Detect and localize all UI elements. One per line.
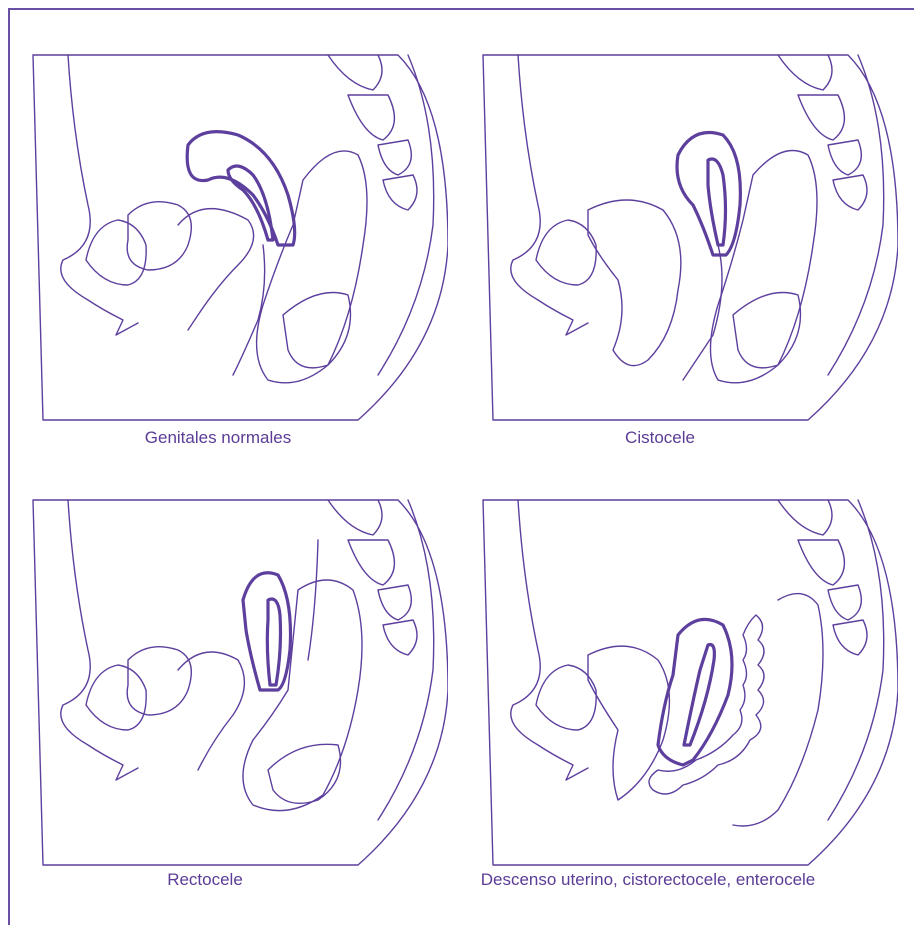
caption-genitales-normales: Genitales normales [145, 428, 291, 448]
sacrum-curve [828, 500, 884, 820]
bladder [588, 646, 669, 800]
caption-rectocele: Rectocele [167, 870, 243, 890]
bladder-prolapsed [588, 200, 681, 366]
rectum-bulging [243, 580, 362, 811]
sacrum-vertebrae [328, 55, 417, 210]
diagram-normal [28, 45, 448, 425]
vagina-front [178, 652, 244, 770]
diagram-rectocele [28, 490, 448, 870]
sacrum-curve [378, 55, 434, 375]
pubic-bone [86, 220, 146, 285]
rectum-inner [268, 744, 341, 803]
vagina-back [308, 540, 318, 660]
rectum-inner [733, 293, 801, 368]
uterus-cavity [684, 645, 714, 745]
uterus-cavity [267, 599, 280, 685]
uterus-cavity [228, 166, 273, 240]
pubic-bone [86, 665, 146, 730]
diagram-cistocele [478, 45, 898, 425]
pubic-bone [536, 220, 596, 285]
sacrum-vertebrae [328, 500, 417, 655]
pelvis-outline [33, 500, 448, 865]
rectum-inner [283, 293, 351, 368]
pelvis-outline [33, 55, 448, 420]
diagram-descenso-uterino [478, 490, 898, 870]
vagina-front [178, 209, 254, 330]
sacrum-vertebrae [778, 55, 867, 210]
panel-cistocele [478, 45, 898, 425]
pelvis-outline [483, 55, 898, 420]
pubic-bone [536, 665, 596, 730]
pelvis-outline [483, 500, 898, 865]
abdominal-wall [61, 55, 138, 335]
uterus-cavity [708, 159, 726, 245]
sacrum-curve [828, 55, 884, 375]
bladder [127, 647, 191, 715]
caption-descenso-uterino: Descenso uterino, cistorectocele, entero… [481, 870, 816, 890]
panel-descenso-uterino [478, 490, 898, 870]
sacrum-curve [378, 500, 434, 820]
abdominal-wall [61, 500, 138, 780]
abdominal-wall [511, 55, 588, 335]
panel-genitales-normales [28, 45, 448, 425]
caption-cistocele: Cistocele [625, 428, 695, 448]
rectum [711, 151, 818, 383]
abdominal-wall [511, 500, 588, 780]
panel-rectocele [28, 490, 448, 870]
rectum [257, 151, 367, 383]
bladder [127, 202, 191, 270]
